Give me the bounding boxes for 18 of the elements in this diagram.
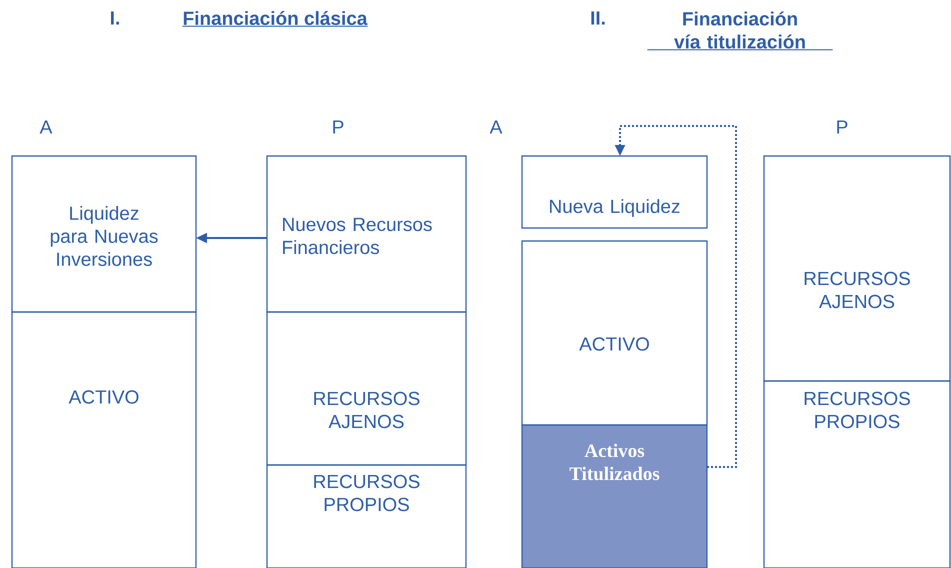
column-letter: P xyxy=(333,120,344,134)
box: ACTIVO xyxy=(521,240,708,426)
column-letter: P xyxy=(837,120,848,134)
box: Nueva Liquidez xyxy=(521,155,708,229)
box: RECURSOS AJENOS xyxy=(266,311,467,466)
heading: Financiación vía titulización xyxy=(646,11,834,50)
column-letter: A xyxy=(490,120,502,134)
heading-number: I. xyxy=(111,11,119,25)
filled-box: Activos Titulizados xyxy=(521,424,708,568)
column-letter: A xyxy=(40,120,52,134)
box: RECURSOS PROPIOS xyxy=(763,380,951,568)
heading-number: II. xyxy=(591,11,605,25)
heading: Financiación clásica xyxy=(182,10,368,27)
box: Nuevos Recursos Financieros xyxy=(266,155,467,313)
box: RECURSOS AJENOS xyxy=(763,155,951,382)
box: RECURSOS PROPIOS xyxy=(266,464,467,568)
box: Liquidez para Nuevas Inversiones xyxy=(11,155,197,313)
box: ACTIVO xyxy=(11,311,197,568)
